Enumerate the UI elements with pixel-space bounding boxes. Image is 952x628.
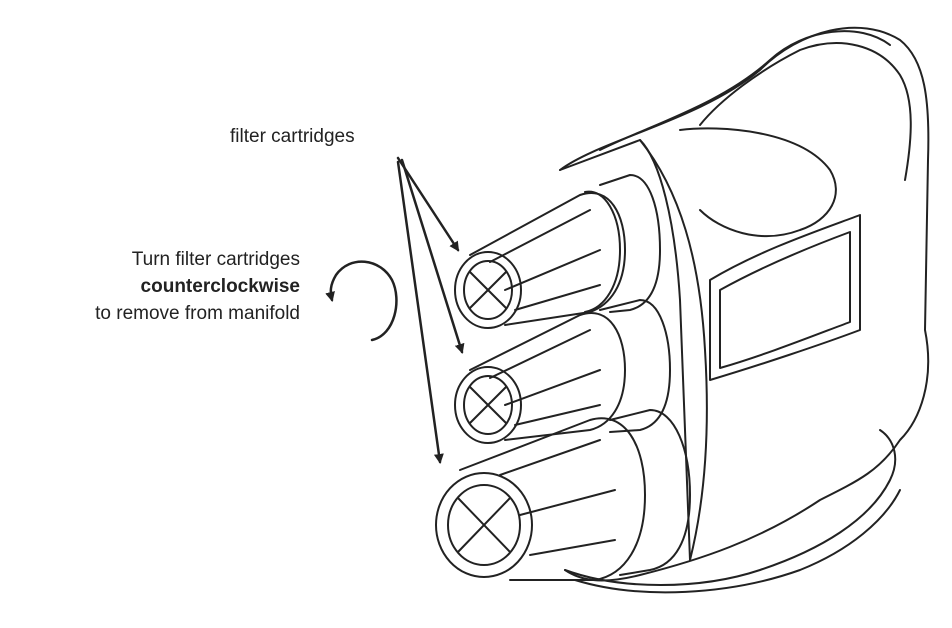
instruction-label: Turn filter cartridges counterclockwise …	[95, 246, 300, 327]
instruction-emphasis: counterclockwise	[140, 276, 300, 297]
instruction-line-1: Turn filter cartridges	[131, 249, 300, 270]
instruction-line-2: counterclockwise	[95, 273, 300, 300]
counterclockwise-arrow-icon	[325, 260, 398, 342]
filter-cartridge-top	[454, 174, 661, 329]
filter-cartridge-bottom	[435, 409, 691, 581]
instruction-line-3: to remove from manifold	[95, 303, 300, 324]
manifold-housing	[559, 26, 930, 594]
filter-cartridge-middle	[454, 299, 671, 444]
pointer-arrows	[396, 156, 465, 464]
filter-cartridges-label: filter cartridges	[230, 126, 355, 147]
